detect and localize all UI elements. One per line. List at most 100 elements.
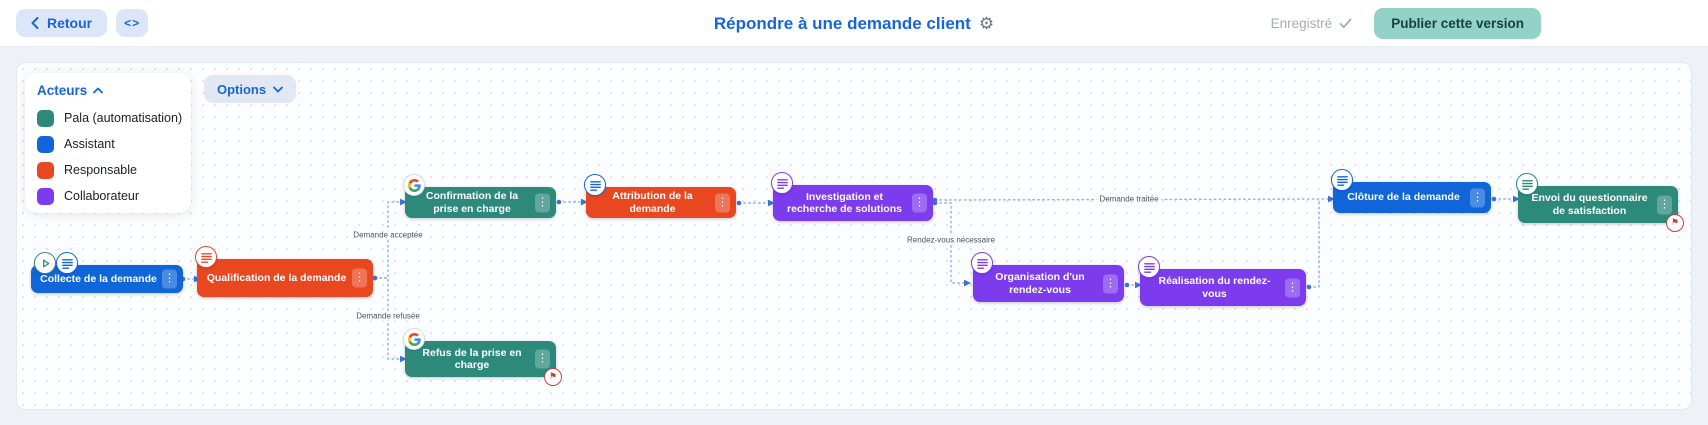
chat-lines-icon: [61, 258, 73, 269]
chevron-up-icon: [93, 87, 104, 94]
edge-start-dot: [556, 199, 562, 205]
chat-lines-icon: [976, 258, 988, 269]
edge-start-dot: [1491, 196, 1497, 202]
edge-start-dot: [736, 200, 742, 206]
edge-start-dot: [1124, 282, 1130, 288]
flow-node-refus[interactable]: Refus de la prise en charge ⋮ ⚑: [403, 328, 562, 386]
actor-label: Assistant: [64, 137, 115, 151]
title-area: Répondre à une demande client ⚙︎: [0, 0, 1708, 47]
actor-label: Pala (automatisation): [64, 111, 183, 125]
legend-item: Assistant: [37, 131, 179, 157]
node-label: Qualification de la demande: [206, 271, 347, 284]
edge-condition-label: Demande traitée: [1096, 194, 1162, 204]
chat-lines-icon: [1143, 262, 1155, 273]
options-button[interactable]: Options: [204, 75, 297, 103]
node-menu-button[interactable]: ⋮: [1657, 195, 1672, 214]
node-label: Clôture de la demande: [1347, 191, 1460, 204]
chevron-left-icon: [31, 17, 39, 29]
node-menu-button[interactable]: ⋮: [912, 193, 927, 213]
edge-arrowhead: [964, 279, 971, 287]
play-icon: [42, 259, 49, 267]
top-bar: Retour <> Répondre à une demande client …: [0, 0, 1708, 47]
chat-step-badge[interactable]: [584, 174, 606, 196]
edge-arrowhead: [1135, 281, 1142, 289]
edge-arrowhead: [1328, 195, 1335, 203]
google-step-badge[interactable]: [403, 174, 425, 196]
end-flag-icon: ⚑: [544, 368, 562, 386]
node-menu-button[interactable]: ⋮: [535, 193, 550, 212]
chat-step-badge[interactable]: [56, 252, 78, 274]
chat-step-badge[interactable]: [1331, 169, 1353, 191]
node-label: Attribution de la demande: [612, 190, 693, 215]
code-icon: <>: [124, 16, 141, 30]
chat-step-badge[interactable]: [971, 252, 993, 274]
options-button-label: Options: [217, 81, 267, 97]
node-menu-button[interactable]: ⋮: [535, 349, 550, 369]
page-title: Répondre à une demande client: [713, 13, 971, 33]
chat-lines-icon: [589, 180, 601, 191]
flow-edge: [374, 201, 403, 279]
legend-item: Collaborateur: [37, 183, 179, 209]
legend-item: Responsable: [37, 157, 179, 183]
flow-node-investigation[interactable]: Investigation et recherche de solutions ⋮: [771, 172, 933, 221]
actor-color-swatch: [37, 161, 54, 179]
flow-node-envoi[interactable]: Envoi du questionnaire de satisfaction⋮ …: [1516, 173, 1684, 232]
edge-condition-label: Rendez-vous nécessaire: [903, 235, 999, 245]
code-view-button[interactable]: <>: [116, 9, 149, 37]
flow-node-attribution[interactable]: Attribution de la demande ⋮: [584, 174, 736, 218]
flow-node-cloture[interactable]: Clôture de la demande ⋮: [1331, 169, 1491, 213]
header-right: Enregistré Publier cette version: [1271, 7, 1692, 39]
node-label: Envoi du questionnaire de satisfaction: [1531, 192, 1648, 217]
node-label: Réalisation du rendez-vous: [1158, 275, 1271, 300]
node-menu-button[interactable]: ⋮: [715, 193, 730, 212]
actor-label: Collaborateur: [64, 189, 140, 203]
node-menu-button[interactable]: ⋮: [1470, 188, 1485, 207]
chat-lines-icon: [200, 252, 212, 263]
edge-start-dot: [1306, 284, 1312, 290]
actor-color-swatch: [37, 187, 54, 205]
edge-start-dot: [372, 275, 378, 281]
chevron-down-icon: [273, 86, 284, 92]
play-step-badge[interactable]: [34, 252, 56, 274]
edge-arrowhead: [400, 198, 407, 206]
end-flag-icon: ⚑: [1666, 214, 1684, 232]
actor-label: Responsable: [64, 163, 137, 177]
settings-gear-icon[interactable]: ⚙︎: [978, 14, 995, 33]
node-label: Organisation d'un rendez-vous: [995, 271, 1085, 296]
chat-step-badge[interactable]: [1516, 173, 1538, 195]
node-menu-button[interactable]: ⋮: [1285, 278, 1300, 297]
google-step-badge[interactable]: [403, 328, 425, 350]
edge-arrowhead: [400, 355, 407, 363]
edge-arrowhead: [1513, 195, 1520, 203]
publish-button[interactable]: Publier cette version: [1374, 7, 1541, 39]
flow-node-realisation[interactable]: Réalisation du rendez-vous ⋮: [1138, 256, 1306, 306]
flow-edge: [1308, 200, 1320, 288]
node-label: Investigation et recherche de solutions: [787, 190, 902, 216]
flow-node-collecte[interactable]: Collecte de la demande⋮: [31, 252, 183, 293]
chat-step-badge[interactable]: [771, 172, 793, 194]
node-menu-button[interactable]: ⋮: [352, 268, 367, 288]
node-menu-button[interactable]: ⋮: [1103, 274, 1118, 293]
actor-color-swatch: [37, 135, 54, 153]
node-menu-button[interactable]: ⋮: [162, 269, 177, 289]
actors-legend-header[interactable]: Acteurs: [37, 83, 179, 98]
chat-step-badge[interactable]: [1138, 256, 1160, 278]
node-label: Refus de la prise en charge: [422, 346, 522, 372]
chat-lines-icon: [1521, 179, 1533, 190]
edge-start-dot: [932, 200, 938, 206]
chat-step-badge[interactable]: [195, 246, 217, 268]
save-status-label: Enregistré: [1270, 15, 1333, 31]
node-label: Confirmation de la prise en charge: [425, 190, 519, 215]
flow-node-qualification[interactable]: Qualification de la demande ⋮: [195, 246, 373, 297]
back-button[interactable]: Retour: [16, 9, 108, 37]
save-status: Enregistré: [1271, 16, 1353, 31]
flow-node-organisation[interactable]: Organisation d'un rendez-vous ⋮: [971, 252, 1124, 302]
legend-item: Pala (automatisation): [37, 105, 183, 131]
edge-arrowhead: [581, 198, 588, 206]
back-button-label: Retour: [47, 15, 93, 31]
chat-lines-icon: [1336, 175, 1348, 186]
flow-node-confirmation[interactable]: Confirmation de la prise en charge ⋮: [403, 174, 556, 218]
